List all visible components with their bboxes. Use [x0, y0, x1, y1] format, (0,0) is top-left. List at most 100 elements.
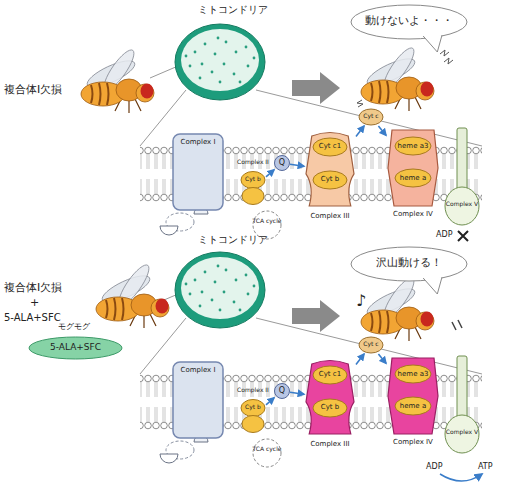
node-text: heme a	[393, 402, 433, 410]
complex-box: Complex I	[172, 133, 224, 211]
node-text: TCA cycle	[252, 446, 282, 453]
heme-oval	[241, 172, 265, 189]
node-text: Cyt c1	[311, 142, 349, 150]
atp-synthesis-arrow	[440, 474, 482, 481]
complex-outline	[173, 134, 223, 210]
text-label: ミトコンドリア	[198, 234, 268, 246]
bubble-tail	[423, 35, 442, 52]
text-label: ミトコンドリア	[198, 4, 268, 16]
electron-flow-arrow	[290, 392, 304, 394]
motion-marks	[452, 320, 462, 330]
atp-synthase: Complex V	[444, 128, 480, 226]
plate-outline	[29, 337, 122, 359]
electron-flow-arrow	[356, 126, 364, 136]
node-text: heme a	[393, 174, 433, 182]
node-text: 沢山動ける！	[350, 257, 468, 270]
text-label: ADP	[436, 230, 452, 239]
speech-bubble: 沢山動ける！	[350, 246, 468, 282]
heme-oval	[242, 416, 264, 433]
fly-figure	[96, 261, 169, 328]
cycle-circle: TCA cycle	[252, 438, 282, 468]
text-label: ADP	[426, 462, 442, 471]
cross-mark	[458, 231, 468, 241]
complex-box: Cyt c1Cyt bComplex III	[304, 360, 356, 436]
fly-figure	[81, 46, 154, 113]
complex-box: Cyt c1Cyt bComplex III	[304, 132, 356, 208]
mitochondrion	[175, 24, 265, 100]
node-shape	[444, 356, 480, 454]
shake-marks	[357, 50, 453, 107]
node-text: Q	[274, 158, 290, 167]
node-shape	[386, 128, 440, 208]
text-label: ATP	[478, 462, 493, 471]
complex-outline	[388, 130, 438, 206]
bubble-outline	[351, 247, 467, 281]
node-text: Cyt c1	[311, 370, 349, 378]
node-text: Complex II	[232, 159, 274, 166]
text-label: 複合体I欠損	[4, 84, 62, 97]
complex-box: Complex I	[172, 361, 224, 439]
node-text: Cyt b	[240, 176, 266, 183]
node-text: Complex IV	[381, 210, 445, 218]
node-text: Cyt b	[311, 403, 349, 411]
node-text: heme a3	[393, 142, 433, 150]
node-text: heme a3	[393, 370, 433, 378]
bubble-outline	[351, 5, 467, 39]
fly-figure	[361, 274, 434, 341]
node-text: Complex V	[442, 201, 482, 208]
node-shape	[386, 356, 440, 436]
node-text: 5-ALA+SFC	[28, 342, 123, 352]
quinone-circle: Q	[274, 383, 290, 399]
node-text: 動けないよ・・・	[350, 15, 468, 28]
cytochrome-blob: Cyt c	[358, 336, 384, 354]
complex-box: heme a3heme aComplex IV	[386, 356, 440, 436]
electron-flow-arrow	[266, 170, 274, 177]
synthase-stalk	[457, 128, 467, 190]
node-text: Complex III	[298, 440, 362, 448]
cytochrome-blob: Cyt c	[358, 108, 384, 126]
synthase-stalk	[457, 356, 467, 418]
node-shape	[252, 438, 282, 468]
electron-flow-arrow	[266, 398, 274, 405]
electron-flow-arrow	[356, 354, 364, 364]
node-text: Cyt b	[311, 175, 349, 183]
atp-synthase: Complex V	[444, 356, 480, 454]
quinone-outline	[275, 156, 290, 171]
electron-flow-arrow	[290, 164, 304, 166]
complex-outline	[306, 133, 354, 207]
node-text: Complex III	[298, 212, 362, 220]
text-label: 5-ALA+SFC	[4, 312, 61, 324]
quinone-circle: Q	[274, 155, 290, 171]
complex-outline	[388, 358, 438, 434]
node-text: Cyt b	[240, 404, 266, 411]
electron-flow-arrow	[378, 354, 386, 363]
node-text: Complex I	[172, 366, 224, 374]
node-text: TCA cycle	[252, 218, 282, 225]
mitochondrion	[175, 252, 265, 328]
complex-box: Complex IICyt b	[240, 398, 266, 434]
node-text: Complex I	[172, 138, 224, 146]
node-text: Cyt c	[358, 341, 384, 348]
text-label: ♪	[356, 292, 366, 310]
heme-oval	[241, 400, 265, 417]
node-shape	[444, 128, 480, 226]
cycle-outline	[253, 439, 281, 467]
complex-outline	[306, 361, 354, 435]
text-label: モグモグ	[58, 322, 90, 331]
complex-box: Complex IICyt b	[240, 170, 266, 206]
complex-box: heme a3heme aComplex IV	[386, 128, 440, 208]
cytochrome-outline	[359, 337, 383, 353]
node-text: Complex II	[232, 387, 274, 394]
speech-bubble: 動けないよ・・・	[350, 4, 468, 40]
cytochrome-outline	[359, 109, 383, 125]
quinone-outline	[275, 384, 290, 399]
complex-outline	[173, 362, 223, 438]
text-label: 複合体I欠損	[4, 282, 62, 295]
electron-flow-arrow	[378, 126, 386, 135]
node-text: Complex V	[442, 429, 482, 436]
node-text: Complex IV	[381, 438, 445, 446]
node-text: Cyt c	[358, 113, 384, 120]
fly-figure	[361, 44, 434, 111]
heme-oval	[242, 188, 264, 205]
